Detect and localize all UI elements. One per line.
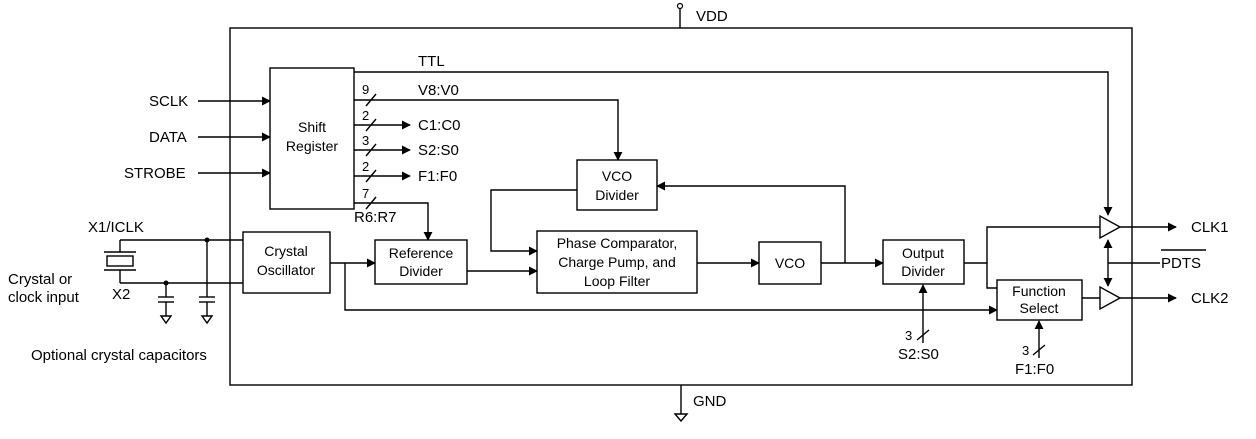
function-select-line1: Function: [1012, 283, 1066, 299]
crystal-caps-note: Optional crystal capacitors: [31, 347, 207, 364]
output-divider-line1: Output: [902, 245, 944, 261]
shift-register-block: Shift Register: [269, 67, 355, 210]
bus-f-fs-width: 3: [1022, 343, 1029, 358]
vco-divider-block: VCO Divider: [576, 159, 658, 211]
crystal-source-line2: clock input: [8, 289, 80, 306]
sclk-label: SCLK: [149, 93, 188, 110]
vco-divider-line2: Divider: [595, 187, 639, 203]
gnd-label: GND: [693, 393, 727, 410]
bus-v-label: V8:V0: [418, 82, 459, 99]
data-label: DATA: [149, 129, 187, 146]
output-divider-block: Output Divider: [882, 239, 965, 285]
serial-inputs: SCLK DATA STROBE: [124, 93, 271, 182]
bus-f-label: F1:F0: [418, 168, 457, 185]
x1-label: X1/ICLK: [88, 219, 144, 236]
ref-divider-line2: Divider: [399, 263, 443, 279]
clk2-label: CLK2: [1191, 290, 1229, 307]
crystal-osc-line1: Crystal: [264, 243, 308, 259]
function-select-block: Function Select: [996, 279, 1083, 321]
bus-s: 3 S2:S0: [354, 133, 459, 159]
vco-divider-line1: VCO: [602, 168, 632, 184]
bus-r: 7 R6:R7: [354, 186, 433, 241]
pfd-line1: Phase Comparator,: [557, 235, 678, 251]
bus-s-out: 3 S2:S0: [898, 284, 939, 363]
bus-s-label: S2:S0: [418, 142, 459, 159]
bus-s-out-width: 3: [905, 328, 912, 343]
osc-to-function-select-wire: [344, 263, 998, 315]
phase-comparator-block: Phase Comparator, Charge Pump, and Loop …: [536, 230, 698, 294]
pfd-line3: Loop Filter: [584, 273, 650, 289]
crystal-osc-line2: Oscillator: [257, 262, 316, 278]
bus-f-width: 2: [362, 159, 369, 174]
reference-divider-block: Reference Divider: [374, 239, 468, 285]
bus-f: 2 F1:F0: [354, 159, 457, 185]
vco-label: VCO: [775, 255, 805, 271]
bus-s-out-label: S2:S0: [898, 346, 939, 363]
clk1-label: CLK1: [1191, 219, 1229, 236]
ref-divider-line1: Reference: [389, 245, 454, 261]
vcodiv-to-pfd-wire: [490, 189, 577, 256]
vco-to-vcodiv-wire: [656, 181, 846, 263]
pdts-pin: PDTS: [1103, 239, 1206, 287]
gnd-pin: GND: [673, 385, 727, 423]
bus-v: 9 V8:V0: [354, 82, 623, 161]
clk1-buffer: [1099, 214, 1122, 240]
bus-r-label: R6:R7: [354, 209, 397, 226]
pdts-label: PDTS: [1161, 255, 1201, 272]
crystal-source-line1: Crystal or: [8, 271, 72, 288]
bus-f-fs: 3 F1:F0: [1015, 320, 1054, 378]
pfd-line2: Charge Pump, and: [558, 254, 676, 270]
bus-f-fs-label: F1:F0: [1015, 361, 1054, 378]
shift-register-line2: Register: [286, 138, 338, 154]
ttl-line: TTL: [354, 53, 1113, 216]
outdiv-to-fs-wire: [986, 263, 997, 289]
outdiv-to-clk1-wire: [964, 226, 1100, 264]
bus-s-width: 3: [362, 133, 369, 148]
bus-c: 2 C1:C0: [354, 108, 461, 134]
vdd-pin: VDD: [676, 2, 728, 28]
x2-label: X2: [112, 286, 130, 303]
bus-r-width: 7: [362, 186, 369, 201]
crystal-oscillator-block: Crystal Oscillator: [242, 231, 331, 294]
ttl-label: TTL: [418, 53, 445, 70]
vco-block: VCO: [758, 241, 822, 285]
bus-v-width: 9: [362, 82, 369, 97]
function-select-line2: Select: [1020, 300, 1059, 316]
bus-c-label: C1:C0: [418, 117, 461, 134]
crystal-input: X1/ICLK X2 Crystal or clock input Option…: [8, 219, 243, 364]
bus-c-width: 2: [362, 108, 369, 123]
vdd-label: VDD: [696, 8, 728, 25]
strobe-label: STROBE: [124, 165, 186, 182]
output-divider-line2: Divider: [901, 263, 945, 279]
shift-register-line1: Shift: [298, 119, 326, 135]
clk2-buffer: [1099, 285, 1122, 311]
